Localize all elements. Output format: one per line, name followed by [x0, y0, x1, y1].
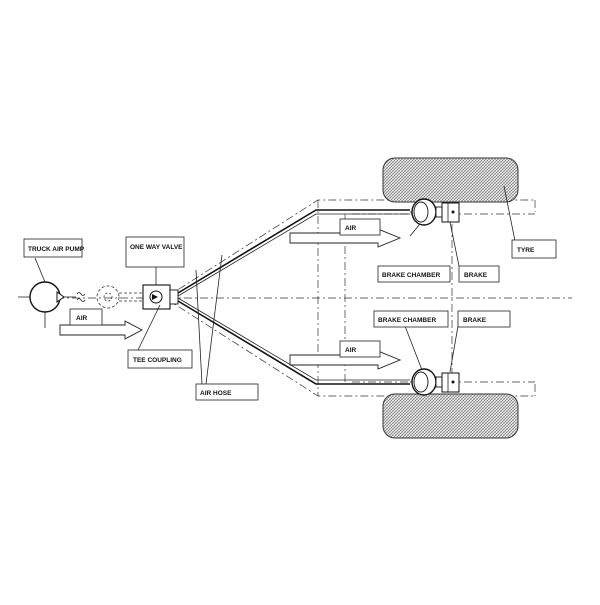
label-air-inlet: AIR: [69, 308, 103, 326]
svg-text:TEE COUPLING: TEE COUPLING: [133, 357, 182, 364]
svg-text:TYRE: TYRE: [517, 247, 535, 254]
svg-text:AIR HOSE: AIR HOSE: [200, 390, 232, 397]
label-brake-top: BRAKE: [458, 265, 500, 283]
tow-ring: [96, 285, 142, 309]
tyre-top: [382, 157, 519, 203]
label-brake-bottom: BRAKE: [457, 310, 511, 328]
svg-text:AIR: AIR: [76, 315, 88, 322]
svg-text:AIR: AIR: [345, 225, 357, 232]
line-break-symbol: [76, 292, 86, 302]
label-air-top: AIR: [339, 218, 381, 236]
svg-text:TRUCK AIR PUMP: TRUCK AIR PUMP: [28, 246, 85, 253]
air-hose-bottom: [177, 297, 410, 385]
tyre-bottom: [382, 393, 519, 439]
truck-air-pump: [18, 257, 76, 328]
label-brake-chamber-top: BRAKE CHAMBER: [377, 265, 451, 283]
svg-text:BRAKE CHAMBER: BRAKE CHAMBER: [382, 272, 440, 279]
label-brake-chamber-bottom: BRAKE CHAMBER: [373, 310, 449, 328]
brake-chamber-top: [410, 198, 443, 226]
label-air-bottom: AIR: [339, 340, 381, 358]
brake-bottom: [441, 372, 460, 393]
label-one-way-valve: ONE WAY VALVE: [125, 236, 185, 268]
label-truck-air-pump: TRUCK AIR PUMP: [23, 238, 85, 258]
svg-text:BRAKE CHAMBER: BRAKE CHAMBER: [378, 317, 436, 324]
label-tee-coupling: TEE COUPLING: [127, 349, 193, 369]
air-flow-arrow-inlet: [59, 320, 143, 340]
brake-chamber-bottom: [410, 368, 443, 396]
svg-text:BRAKE: BRAKE: [464, 272, 488, 279]
svg-text:ONE WAY VALVE: ONE WAY VALVE: [130, 244, 183, 251]
one-way-valve: [142, 266, 179, 310]
svg-text:BRAKE: BRAKE: [463, 317, 487, 324]
air-hose-top: [177, 209, 410, 297]
label-tyre: TYRE: [511, 239, 557, 259]
brake-top: [441, 202, 460, 223]
svg-text:AIR: AIR: [345, 347, 357, 354]
leader-lines: [137, 185, 517, 385]
label-air-hose: AIR HOSE: [195, 383, 259, 401]
